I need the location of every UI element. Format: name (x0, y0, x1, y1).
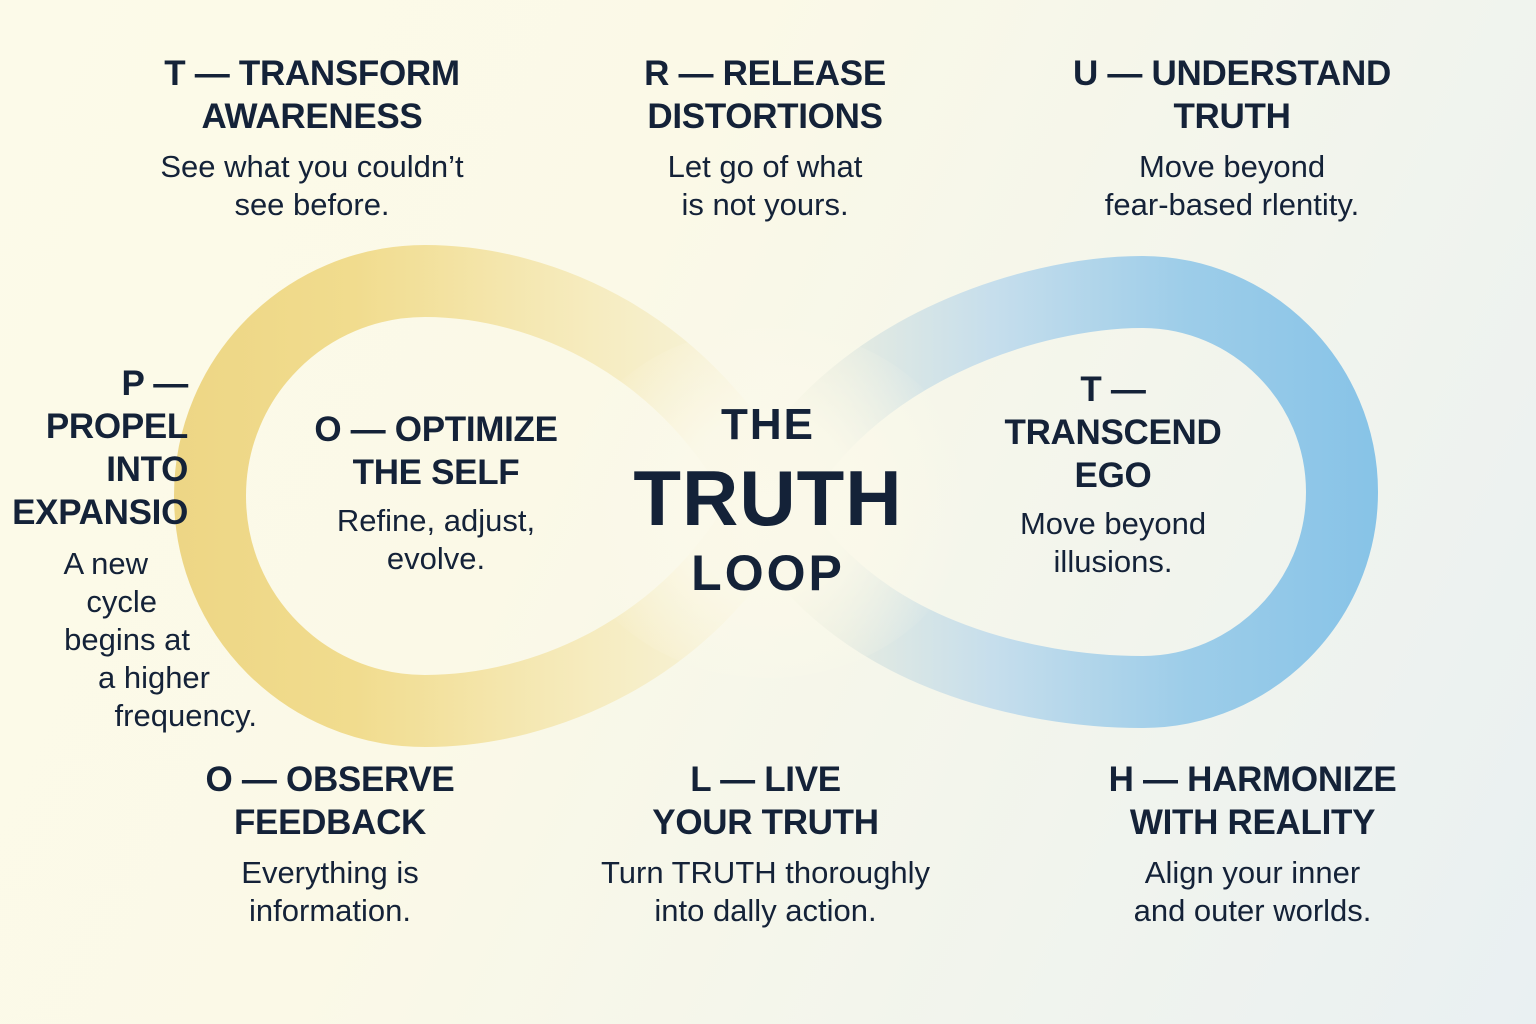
step-observe-body: Everything is information. (241, 855, 419, 928)
step-understand-truth-heading: U — UNDERSTAND TRUTH (1073, 54, 1391, 136)
step-propel-body-line: a higher (97, 660, 210, 695)
step-understand-truth-body: Move beyond fear-based rlentity. (1104, 149, 1360, 222)
step-live-body: Turn TRUTH thoroughly into dally action. (600, 855, 931, 928)
step-propel-body-line: frequency. (114, 698, 257, 733)
step-propel-heading: P — PROPEL INTO EXPANSIO (12, 364, 188, 532)
step-optimize-heading: O — OPTIMIZE THE SELF (314, 410, 558, 492)
step-transform-awareness: T — TRANSFORM AWARENESS See what you cou… (97, 52, 527, 224)
step-live-your-truth: L — LIVE YOUR TRUTH Turn TRUTH thoroughl… (573, 758, 958, 930)
title-the: THE (721, 400, 815, 449)
step-live-heading: L — LIVE YOUR TRUTH (652, 760, 879, 842)
step-release-distortions-heading: R — RELEASE DISTORTIONS (644, 54, 886, 136)
page-title: THE TRUTH LOOP (618, 398, 918, 602)
step-propel-body-line: begins at (64, 622, 190, 657)
step-optimize-the-self: O — OPTIMIZE THE SELF Refine, adjust, ev… (286, 408, 586, 578)
step-release-distortions-body: Let go of what is not yours. (667, 149, 863, 222)
step-transcend-body: Move beyond illusions. (1019, 506, 1207, 579)
step-understand-truth: U — UNDERSTAND TRUTH Move beyond fear-ba… (1022, 52, 1442, 224)
step-propel-body-line: A new (63, 546, 148, 581)
center-fade-overlay (563, 328, 973, 678)
step-optimize-body: Refine, adjust, evolve. (336, 503, 536, 576)
title-truth: TRUTH (633, 454, 903, 542)
step-propel-body: A new cycle begins at a higher frequency… (8, 545, 260, 735)
step-propel-into-expansion: P — PROPEL INTO EXPANSIO A new cycle beg… (8, 362, 260, 735)
title-loop: LOOP (691, 545, 845, 601)
step-transform-awareness-heading: T — TRANSFORM AWARENESS (164, 54, 460, 136)
step-propel-body-line: cycle (86, 584, 157, 619)
step-observe-feedback: O — OBSERVE FEEDBACK Everything is infor… (155, 758, 505, 930)
step-transcend-ego: T — TRANSCEND EGO Move beyond illusions. (963, 368, 1263, 581)
step-observe-heading: O — OBSERVE FEEDBACK (205, 760, 455, 842)
step-transform-awareness-body: See what you couldn’t see before. (160, 149, 464, 222)
step-transcend-heading: T — TRANSCEND EGO (1004, 370, 1222, 495)
step-harmonize-with-reality: H — HARMONIZE WITH REALITY Align your in… (1060, 758, 1445, 930)
step-harmonize-heading: H — HARMONIZE WITH REALITY (1108, 760, 1397, 842)
step-release-distortions: R — RELEASE DISTORTIONS Let go of what i… (565, 52, 965, 224)
step-harmonize-body: Align your inner and outer worlds. (1133, 855, 1372, 928)
